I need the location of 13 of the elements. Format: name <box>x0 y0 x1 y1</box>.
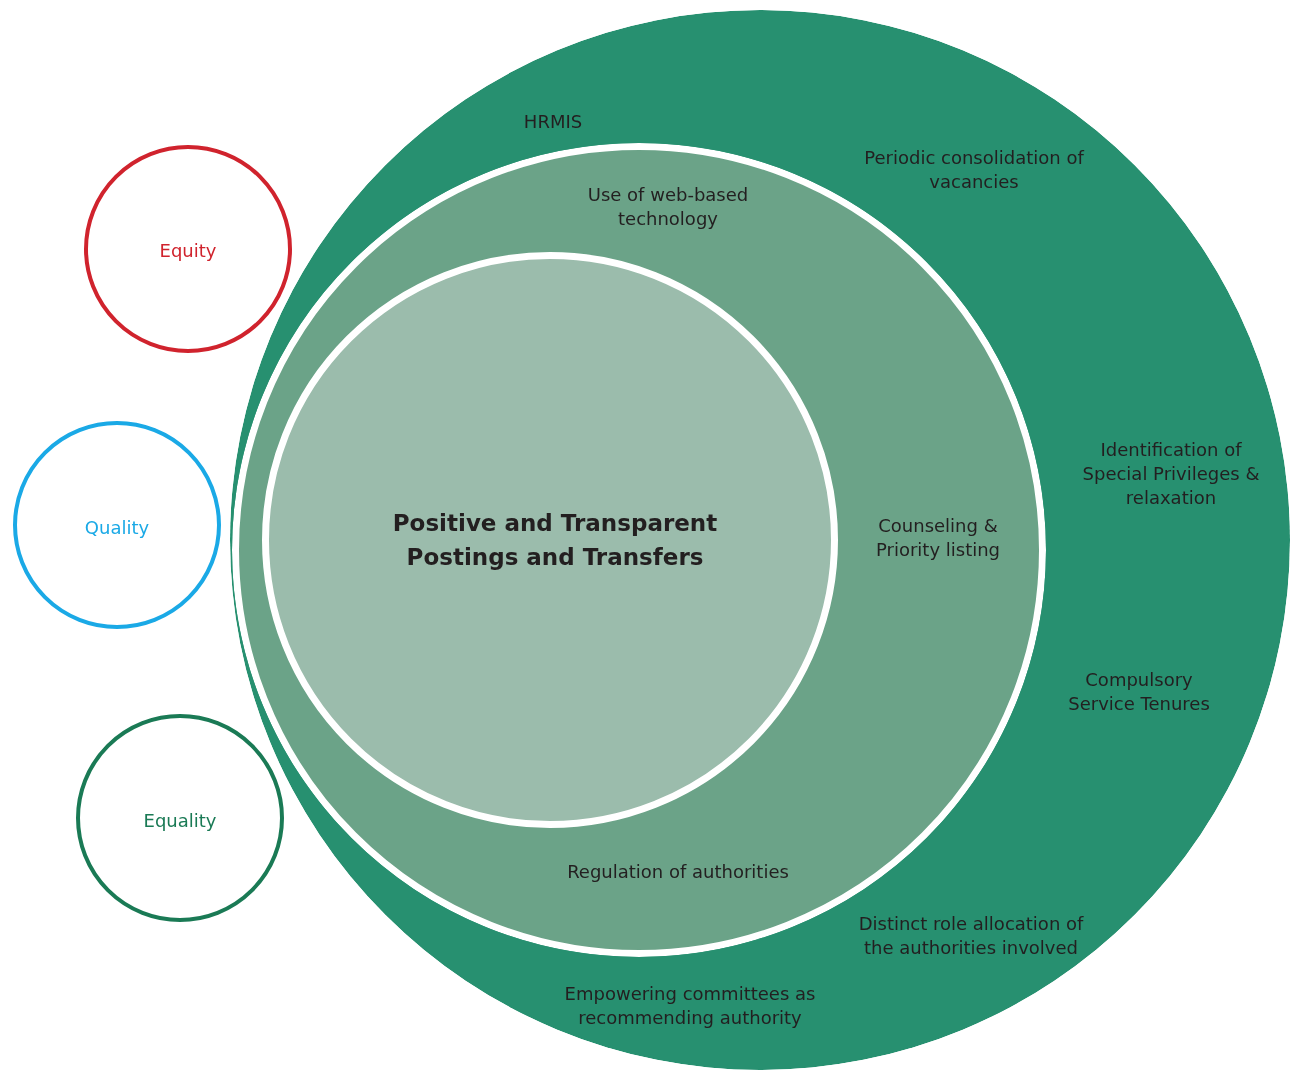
circle-label: Counseling & Priority listing <box>874 514 1002 562</box>
value-label: Equality <box>142 809 218 833</box>
value-label: Equity <box>158 239 218 263</box>
circle-label: Distinct role allocation of the authorities involved <box>857 912 1085 960</box>
circle-label: Use of web-based technology <box>586 183 750 231</box>
circle-label: HRMIS <box>522 110 584 134</box>
center-title: Positive and Transparent Postings and Transfers <box>391 509 719 572</box>
circle-label: Periodic consolidation of vacancies <box>863 146 1086 194</box>
value-label: Quality <box>83 516 151 540</box>
circle-label: Regulation of authorities <box>566 860 790 884</box>
circle-label: Empowering committees as recommending authority <box>563 982 817 1030</box>
circle-label: Compulsory Service Tenures <box>1067 668 1211 716</box>
circle-label: Identification of Special Privileges & relaxation <box>1081 438 1261 510</box>
